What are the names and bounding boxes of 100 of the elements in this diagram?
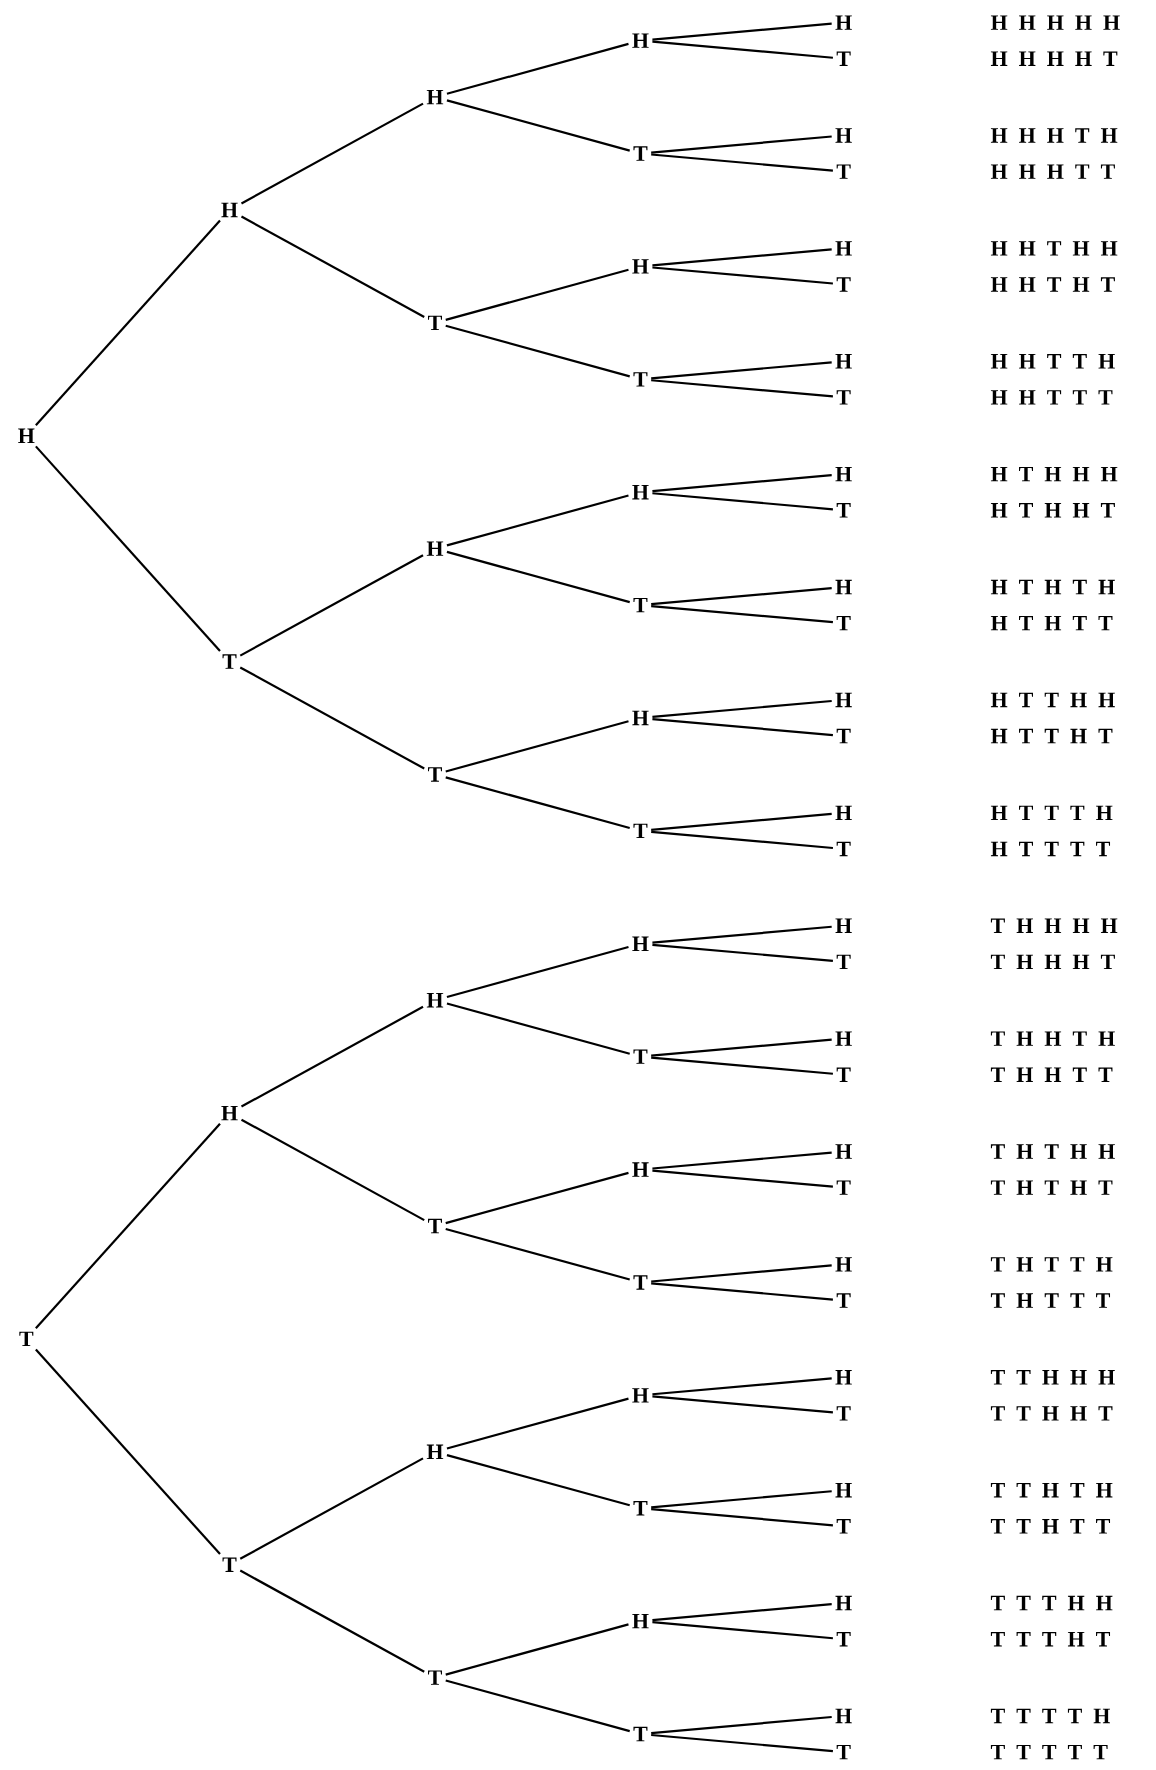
outcome-letter: H — [835, 466, 852, 482]
outcome-sequence: H H T H H — [990, 241, 1118, 256]
branch-line — [652, 1169, 833, 1188]
outcome-letter: H — [835, 918, 852, 933]
outcome-letter: T — [836, 1519, 851, 1534]
outcome-letter: H — [632, 485, 649, 500]
outcome-sequence: T H H H T — [990, 954, 1115, 970]
outcome-letter: H — [18, 428, 35, 443]
outcome-letter: H — [835, 1144, 852, 1159]
outcome-letter: T — [222, 654, 237, 669]
outcome-letter: T — [633, 1501, 648, 1516]
branch-line — [652, 474, 832, 493]
outcome-letter: H — [835, 354, 852, 369]
outcome-letter: T — [633, 1275, 648, 1290]
branch-line — [651, 1038, 832, 1057]
outcome-sequence: T H T T T — [990, 1293, 1111, 1308]
outcome-letter: H — [221, 1105, 238, 1121]
outcome-sequence: H T T H H — [990, 692, 1115, 708]
branch-line — [446, 1397, 629, 1450]
branch-line — [651, 1715, 832, 1735]
branch-line — [652, 1621, 833, 1640]
outcome-sequence: H T H T T — [990, 615, 1113, 631]
branch-line — [652, 925, 832, 944]
outcome-letter: H — [835, 1031, 852, 1046]
outcome-sequence: T H T H T — [990, 1180, 1113, 1195]
branch-line — [445, 1227, 630, 1281]
outcome-letter: T — [836, 728, 851, 744]
outcome-sequence: T T H H T — [990, 1406, 1113, 1421]
outcome-sequence: T T T H T — [990, 1632, 1111, 1647]
branch-line — [651, 153, 833, 172]
outcome-sequence: T H T H H — [990, 1144, 1115, 1159]
outcome-letter: T — [633, 597, 648, 613]
branch-line — [652, 266, 833, 285]
branch-line — [651, 830, 833, 850]
outcome-sequence: T T H T T — [990, 1519, 1111, 1534]
branch-line — [651, 1508, 833, 1527]
branch-line — [446, 42, 629, 95]
branch-line — [445, 1679, 630, 1733]
branch-line — [651, 135, 832, 154]
outcome-sequence: T H H H H — [990, 918, 1118, 933]
outcome-letter: H — [835, 1483, 852, 1498]
branch-line — [240, 1005, 424, 1108]
outcome-letter: T — [836, 1180, 851, 1195]
branch-line — [239, 666, 425, 770]
outcome-sequence: H H H T T — [990, 164, 1115, 179]
branch-line — [652, 943, 833, 962]
outcome-letter: H — [835, 128, 852, 143]
outcome-sequence: H H H H T — [990, 51, 1118, 66]
branch-line — [239, 1569, 425, 1673]
outcome-sequence: H H H T H — [990, 128, 1118, 143]
outcome-letter: H — [632, 33, 649, 48]
outcome-letter: T — [836, 1632, 851, 1647]
outcome-letter: H — [835, 1708, 852, 1724]
outcome-letter: T — [428, 767, 442, 782]
branch-line — [446, 1454, 630, 1507]
outcome-letter: H — [632, 1388, 649, 1403]
outcome-letter: T — [836, 954, 851, 970]
branch-line — [446, 1002, 630, 1055]
outcome-letter: T — [633, 372, 648, 387]
branch-line — [35, 1122, 221, 1330]
branch-line — [446, 946, 629, 998]
outcome-sequence: H H T T T — [990, 390, 1113, 405]
branch-line — [446, 550, 630, 604]
outcome-letter: H — [835, 1595, 852, 1611]
branch-line — [651, 1733, 833, 1753]
branch-line — [445, 268, 629, 321]
outcome-sequence: T H H T H — [990, 1031, 1115, 1046]
outcome-letter: H — [835, 1257, 852, 1272]
outcome-letter: H — [426, 1444, 444, 1459]
branch-line — [239, 554, 424, 657]
branch-line — [651, 1282, 833, 1301]
outcome-sequence: H H H H H — [990, 15, 1120, 30]
outcome-letter: H — [426, 541, 444, 556]
outcome-letter: T — [836, 1293, 851, 1308]
outcome-letter: T — [19, 1331, 34, 1347]
outcome-sequence: T T T T H — [990, 1708, 1110, 1724]
branch-line — [239, 1457, 424, 1560]
outcome-letter: H — [426, 89, 444, 105]
outcome-letter: H — [835, 1370, 852, 1385]
branch-line — [651, 812, 832, 832]
outcome-letter: H — [835, 692, 852, 708]
outcome-letter: T — [222, 1557, 237, 1572]
outcome-letter: T — [633, 146, 648, 161]
branch-line — [445, 776, 630, 829]
branch-line — [651, 604, 833, 624]
outcome-letter: T — [836, 1406, 851, 1421]
branch-line — [652, 248, 832, 267]
outcome-letter: H — [221, 202, 238, 218]
outcome-letter: H — [835, 805, 852, 821]
branch-line — [652, 699, 832, 718]
outcome-letter: T — [836, 1744, 851, 1760]
branch-line — [652, 1377, 832, 1396]
branch-line — [445, 324, 630, 378]
outcome-letter: T — [836, 51, 851, 66]
branch-line — [445, 720, 629, 773]
branch-line — [240, 102, 424, 205]
outcome-sequence: T H T T H — [990, 1257, 1113, 1272]
outcome-letter: T — [836, 615, 851, 631]
outcome-sequence: H T H T H — [990, 579, 1115, 595]
branch-line — [651, 1490, 832, 1509]
